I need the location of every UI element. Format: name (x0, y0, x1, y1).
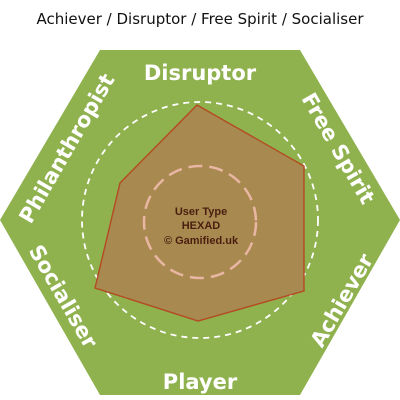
outer-dashed-ring (81, 101, 319, 339)
profile-shape (94, 104, 305, 322)
chart-header: Achiever / Disruptor / Free Spirit / Soc… (36, 10, 364, 28)
inner-dashed-ring (142, 164, 258, 280)
center-line-3: © Gamified.uk (164, 235, 239, 247)
center-line-1: User Type (175, 206, 227, 218)
center-line-2: HEXAD (182, 220, 221, 232)
label-disruptor: Disruptor (144, 61, 257, 85)
label-player: Player (163, 370, 238, 394)
